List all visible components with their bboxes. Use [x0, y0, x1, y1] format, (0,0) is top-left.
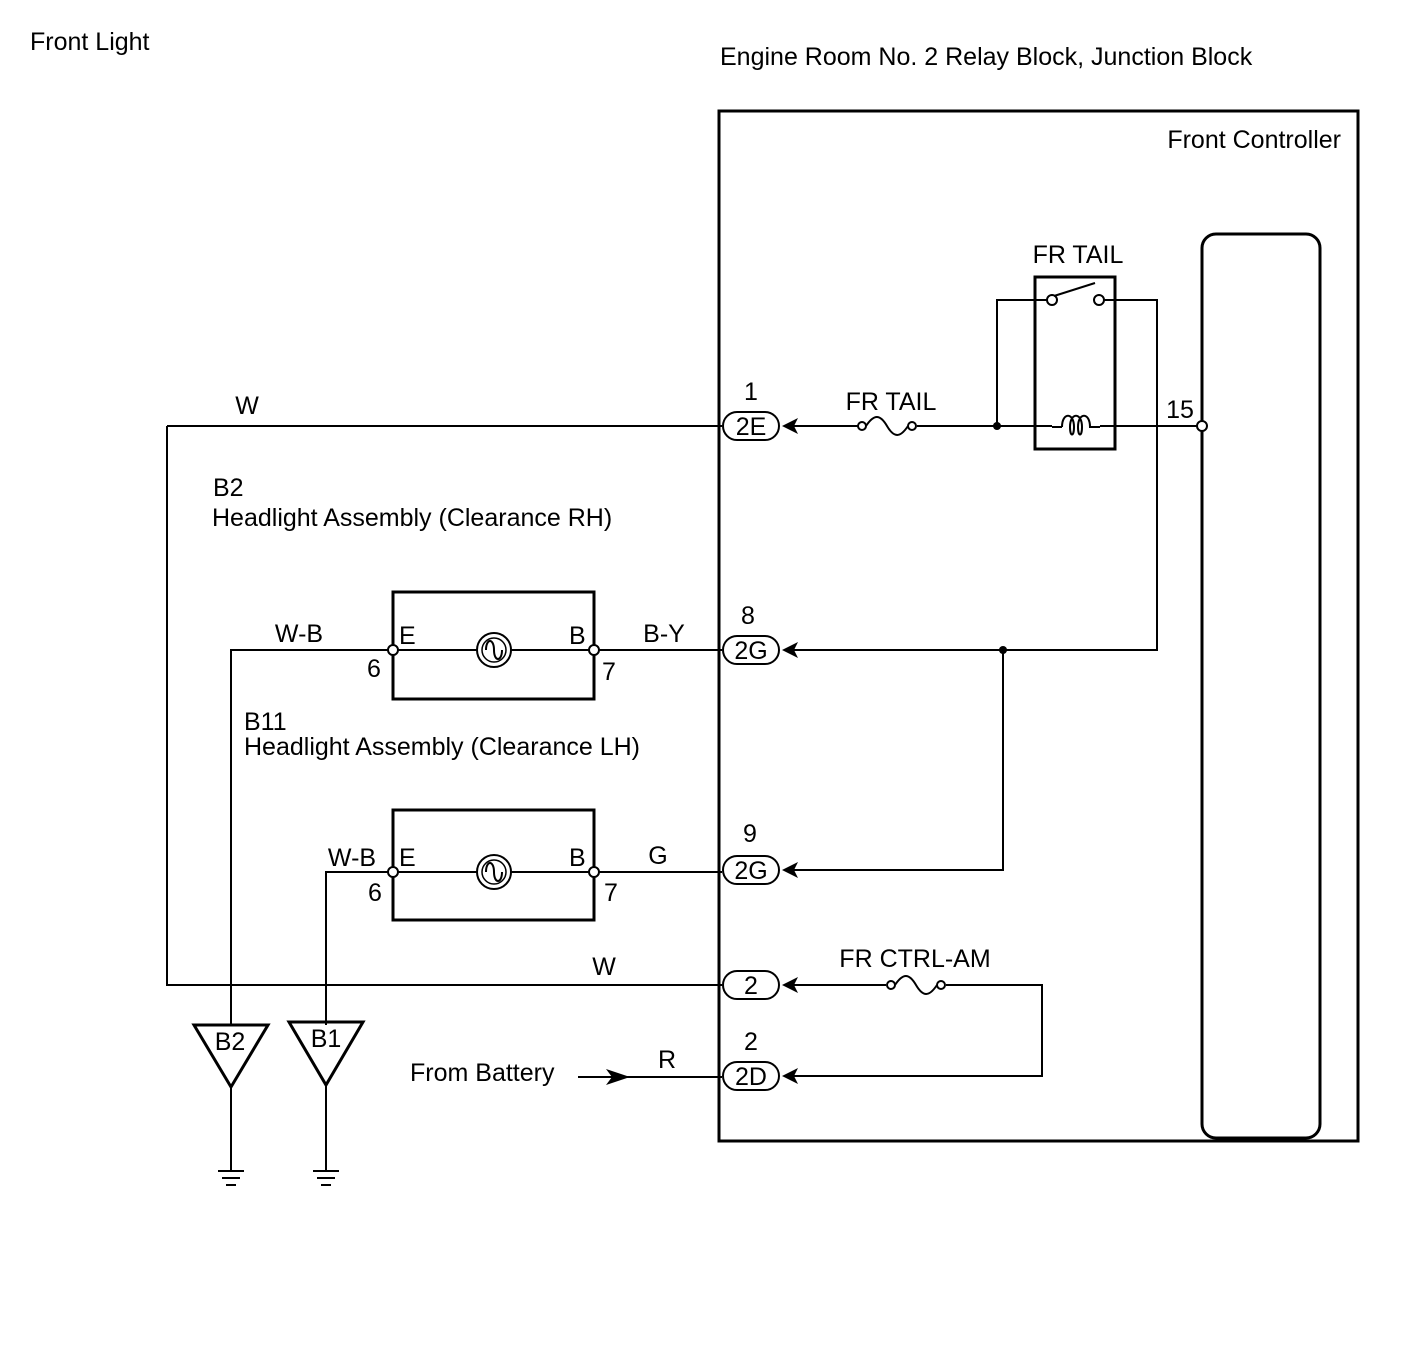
wire-relay-output: [790, 299, 1158, 651]
headlight-lh-name: Headlight Assembly (Clearance LH): [244, 733, 640, 761]
svg-text:1: 1: [744, 378, 758, 406]
headlight-rh-pin-b: 7: [602, 658, 616, 686]
wire-label-rh-out: B-Y: [643, 620, 685, 648]
headlight-rh-name: Headlight Assembly (Clearance RH): [212, 504, 612, 532]
connector-2e: 2E 1: [722, 378, 798, 441]
svg-text:8: 8: [741, 602, 755, 630]
svg-text:2D: 2D: [735, 1063, 767, 1091]
svg-text:2G: 2G: [734, 637, 767, 665]
relay-switch: [1046, 282, 1105, 306]
svg-text:9: 9: [743, 820, 757, 848]
wire-ctrl-am: [790, 984, 1043, 1077]
wire-label-w-top: W: [235, 392, 259, 420]
diagram-title: Front Light: [30, 28, 150, 56]
wire-label-lh-out: G: [648, 842, 667, 870]
svg-text:2: 2: [744, 972, 758, 1000]
fr-tail-relay: [1033, 275, 1117, 451]
wire-relay-output-lh: [790, 650, 1004, 871]
controller-pin-15: [1196, 420, 1208, 432]
terminal-e-rh: [387, 644, 399, 656]
svg-text:B2: B2: [215, 1028, 246, 1056]
ground-point-b2: B2: [191, 1023, 271, 1090]
junction-dot: [993, 422, 1001, 430]
fr-tail-relay-label: FR TAIL: [1033, 241, 1124, 269]
wire-label-lh-in: W-B: [328, 844, 376, 872]
wire-rh-ground: [230, 649, 388, 1025]
headlight-rh-code: B2: [213, 474, 244, 502]
battery-label: From Battery: [410, 1059, 555, 1087]
wire-relay-input: [996, 299, 1047, 426]
bulb-rh-icon: [476, 632, 512, 668]
front-controller-module: [1200, 232, 1322, 1140]
connector-2g-pin9: 2G 9: [722, 820, 798, 885]
headlight-lh-term-b: B: [569, 844, 586, 872]
controller-pin-label: 15: [1166, 396, 1194, 424]
fr-ctrl-am-fuse-label: FR CTRL-AM: [839, 945, 990, 973]
headlight-lh-pin-b: 7: [604, 879, 618, 907]
connector-2g-pin8: 2G 8: [722, 602, 798, 665]
svg-text:2G: 2G: [734, 857, 767, 885]
headlight-lh-term-e: E: [399, 844, 416, 872]
svg-text:2E: 2E: [736, 413, 767, 441]
wire-label-rh-in: W-B: [275, 620, 323, 648]
front-controller-label: Front Controller: [1167, 126, 1341, 154]
fr-tail-fuse-icon: [857, 416, 917, 436]
wire-w-return: [166, 426, 722, 986]
terminal-b-rh: [588, 644, 600, 656]
wire-label-w-bottom: W: [592, 953, 616, 981]
headlight-rh-term-e: E: [399, 622, 416, 650]
fr-tail-fuse-label: FR TAIL: [846, 388, 937, 416]
headlight-lh-box: [391, 808, 596, 922]
terminal-e-lh: [387, 866, 399, 878]
bulb-lh-icon: [476, 854, 512, 890]
headlight-lh-code: B11: [244, 708, 287, 736]
arrow-right-icon: [606, 1069, 630, 1085]
headlight-rh-pin-e: 6: [367, 655, 381, 683]
terminal-b-lh: [588, 866, 600, 878]
connector-2: 2: [722, 970, 798, 1000]
junction-dot: [999, 646, 1007, 654]
relay-block-box: [717, 109, 1360, 1143]
headlight-lh-pin-e: 6: [368, 879, 382, 907]
ground-point-b1: B1: [286, 1020, 366, 1088]
svg-text:2: 2: [744, 1028, 758, 1056]
wire-lh-ground: [325, 871, 388, 1025]
connector-2d: 2D 2: [722, 1028, 798, 1091]
wire-label-battery: R: [658, 1046, 676, 1074]
relay-coil-icon: [1052, 414, 1100, 436]
ground-icon: [313, 1170, 339, 1186]
fr-ctrl-am-fuse-icon: [886, 975, 946, 995]
headlight-rh-term-b: B: [569, 622, 586, 650]
svg-text:B1: B1: [311, 1025, 342, 1053]
ground-icon: [218, 1170, 244, 1186]
relay-block-title: Engine Room No. 2 Relay Block, Junction …: [720, 43, 1253, 71]
